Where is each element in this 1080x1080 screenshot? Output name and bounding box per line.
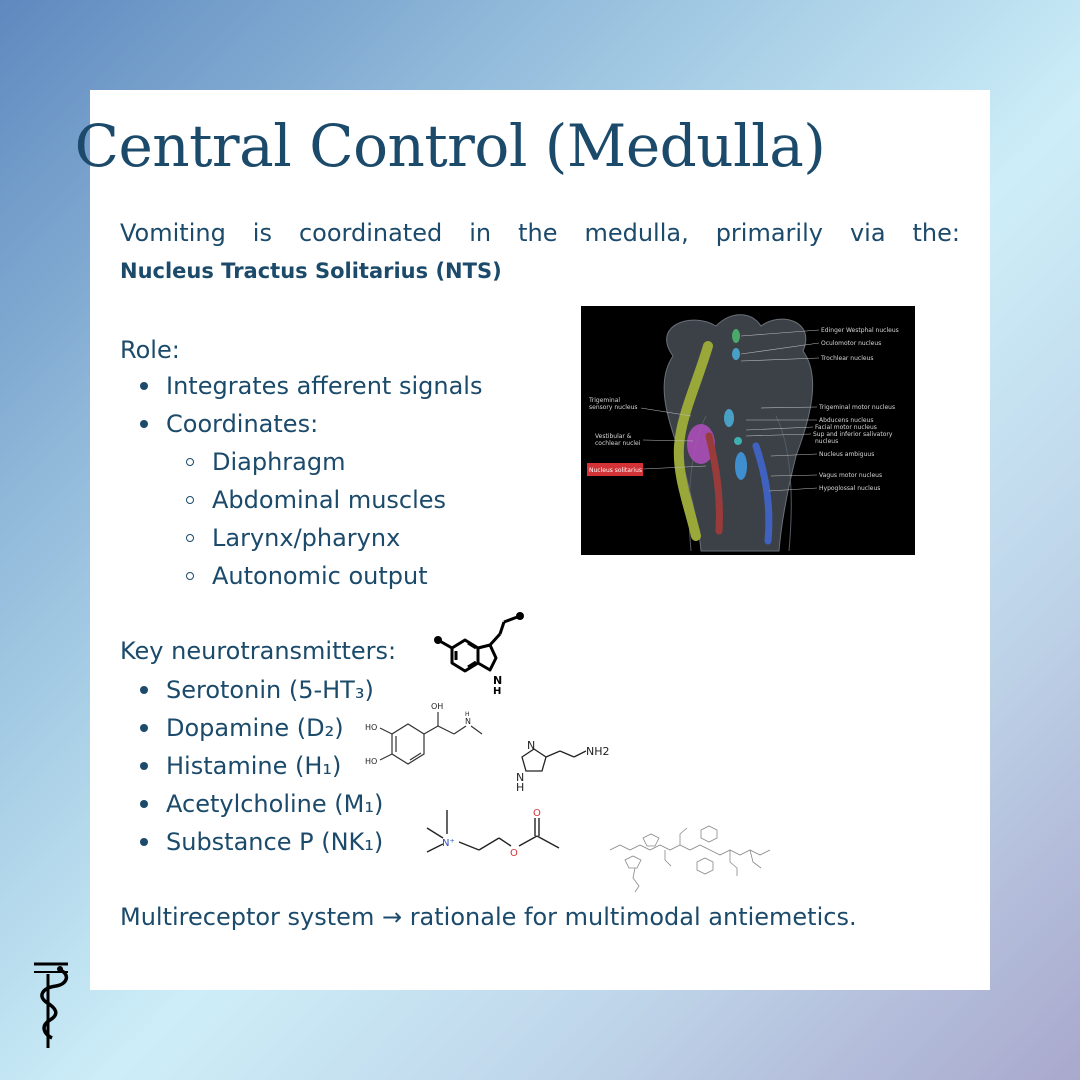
figure-label: Facial motor nucleus (815, 424, 877, 431)
figure-label: cochlear nuclei (595, 440, 641, 447)
molecule-atom-label: H (465, 711, 470, 718)
brainstem-nuclei-figure: Trigeminal sensory nucleus Vestibular & … (581, 306, 915, 555)
role-item: Coordinates: (166, 410, 319, 438)
role-subitem: Larynx/pharynx (212, 524, 401, 552)
substance-p-molecule-icon (609, 825, 771, 893)
molecule-atom-label: H (493, 686, 501, 697)
molecule-atom-label: N (493, 674, 502, 687)
figure-label: Vagus motor nucleus (819, 472, 882, 479)
circle-bullet-icon (186, 572, 194, 580)
role-subitem: Diaphragm (212, 448, 346, 476)
figure-label: Trigeminal (588, 397, 620, 404)
bullet-icon (140, 724, 148, 732)
circle-bullet-icon (186, 496, 194, 504)
molecule-atom-label: N⁺ (442, 838, 455, 849)
intro-text: Vomiting is coordinated in the medulla, … (120, 219, 960, 247)
nts-label: Nucleus Tractus Solitarius (NTS) (120, 259, 502, 283)
role-item: Integrates afferent signals (166, 372, 483, 400)
molecule-atom-label: HO (365, 757, 377, 766)
figure-label: sensory nucleus (589, 404, 638, 411)
summary-text: Multireceptor system → rationale for mul… (120, 903, 857, 931)
page-title: Central Control (Medulla) (74, 112, 826, 180)
molecule-atom-label: HO (365, 723, 377, 732)
figure-label: Trochlear nucleus (820, 355, 874, 362)
figure-label: Edinger Westphal nucleus (821, 327, 899, 334)
acetylcholine-molecule-icon: N⁺ O O (426, 808, 560, 859)
serpent-staff-logo-icon (34, 962, 69, 1048)
circle-bullet-icon (186, 534, 194, 542)
bullet-icon (140, 420, 148, 428)
molecule-atom-label: O (533, 808, 541, 819)
role-subitem: Autonomic output (212, 562, 428, 590)
bullet-icon (140, 800, 148, 808)
figure-label: Hypoglossal nucleus (819, 485, 880, 492)
figure-label: nucleus (815, 438, 838, 445)
histamine-molecule-icon: N N H NH2 (516, 739, 610, 793)
role-subitem: Abdominal muscles (212, 486, 447, 514)
figure-label-highlighted: Nucleus solitarius (589, 467, 642, 474)
neuro-item: Acetylcholine (M₁) (166, 790, 384, 818)
figure-label: Oculomotor nucleus (821, 340, 881, 347)
role-heading: Role: (120, 336, 180, 364)
molecule-atom-label: OH (431, 702, 443, 711)
neuro-item: Histamine (H₁) (166, 752, 342, 780)
molecule-atom-label: NH2 (586, 745, 610, 758)
bullet-icon (140, 686, 148, 694)
molecule-atom-label: N (465, 717, 471, 726)
molecule-atom-label: N (527, 739, 535, 752)
bullet-icon (140, 762, 148, 770)
figure-label: Nucleus ambiguus (819, 451, 874, 458)
molecule-atom-label: O (510, 848, 518, 859)
figure-label: Vestibular & (595, 433, 632, 440)
neuro-heading: Key neurotransmitters: (120, 637, 397, 665)
figure-label: Abducens nucleus (819, 417, 874, 424)
neuro-item: Serotonin (5-HT₃) (166, 676, 374, 704)
serotonin-molecule-icon: N H (434, 612, 524, 697)
dopamine-molecule-icon: OH HO HO N H (365, 702, 483, 766)
molecule-atom-label: N (516, 771, 524, 784)
neuro-item: Dopamine (D₂) (166, 714, 344, 742)
bullet-icon (140, 838, 148, 846)
bullet-icon (140, 382, 148, 390)
figure-label: Sup and inferior salivatory (813, 431, 893, 438)
molecule-atom-label: H (516, 781, 524, 793)
figure-label: Trigeminal motor nucleus (818, 404, 895, 411)
neuro-item: Substance P (NK₁) (166, 828, 384, 856)
circle-bullet-icon (186, 458, 194, 466)
